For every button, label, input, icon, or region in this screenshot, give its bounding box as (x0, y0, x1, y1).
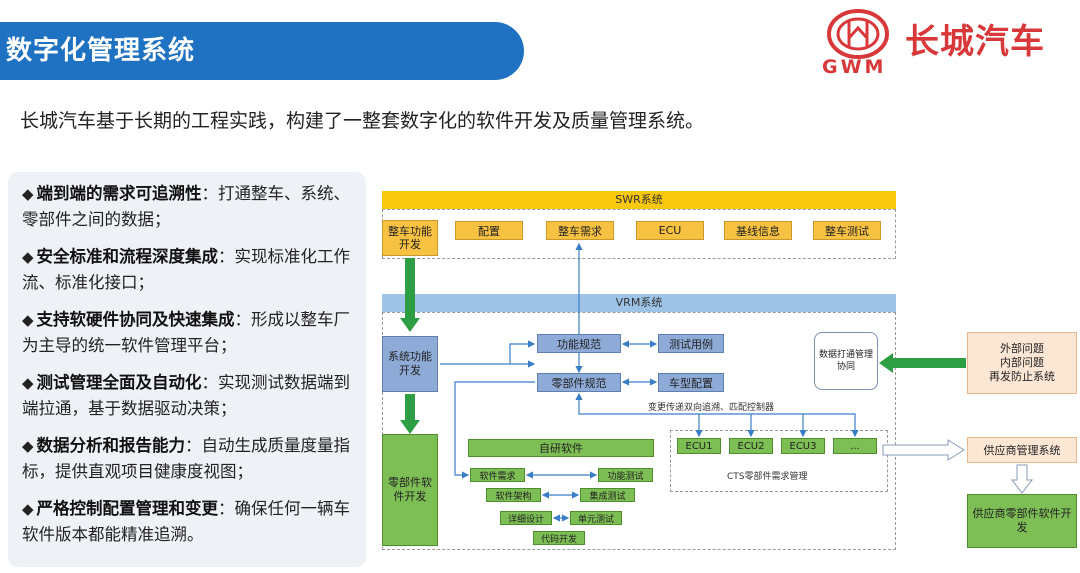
swr-item-ecu: ECU (636, 221, 704, 240)
detail-design-box: 详细设计 (500, 511, 552, 525)
feature-desc: ：实现测试数据端到端拉通，基于数据驱动决策； (22, 373, 351, 418)
feature-item: ◆端到端的需求可追溯性：打通整车、系统、零部件之间的数据； (22, 181, 362, 232)
ecu1-box: ECU1 (677, 438, 721, 454)
test-case-box: 测试用例 (658, 334, 724, 353)
unit-test-box: 单元测试 (570, 511, 622, 525)
page-title: 数字化管理系统 (6, 36, 196, 66)
vrm-band: VRM系统 (382, 294, 896, 312)
diamond-bullet-icon: ◆ (22, 374, 34, 392)
supplier-mgmt-box: 供应商管理系统 (967, 437, 1077, 463)
sw-arch-box: 软件架构 (486, 488, 541, 502)
diamond-bullet-icon: ◆ (22, 248, 34, 266)
feature-desc: ：确保任何一辆车软件版本都能精准追溯。 (22, 499, 351, 544)
feature-item: ◆测试管理全面及自动化：实现测试数据端到端拉通，基于数据驱动决策； (22, 370, 362, 421)
diamond-bullet-icon: ◆ (22, 437, 34, 455)
feature-title: 严格控制配置管理和变更 (36, 499, 219, 518)
feature-title: 端到端的需求可追溯性 (36, 184, 202, 203)
feature-title: 支持软硬件协同及快速集成 (36, 310, 235, 329)
feature-item: ◆数据分析和报告能力：自动生成质量度量指标，提供直观项目健康度视图； (22, 433, 362, 484)
sw-req-box: 软件需求 (470, 468, 525, 482)
diamond-bullet-icon: ◆ (22, 500, 34, 518)
component-spec-box: 零部件规范 (537, 373, 621, 392)
vehicle-config-box: 车型配置 (658, 373, 724, 392)
component-sw-dev-box: 零部件软件开发 (382, 434, 438, 546)
system-func-dev-box: 系统功能开发 (382, 336, 438, 392)
feature-desc: ：形成以整车厂为主导的统一软件管理平台； (22, 310, 351, 355)
feature-title: 测试管理全面及自动化 (36, 373, 202, 392)
brand-name: 长城汽车 (905, 22, 1045, 62)
vrm-container (382, 312, 896, 550)
feature-title: 数据分析和报告能力 (36, 436, 186, 455)
title-banner (0, 22, 524, 80)
issue-external: 外部问题 (1000, 342, 1044, 355)
feature-item: ◆支持软硬件协同及快速集成：形成以整车厂为主导的统一软件管理平台； (22, 307, 362, 358)
brand-abbrev: GWM (822, 56, 887, 78)
feature-desc: ：自动生成质量度量指标，提供直观项目健康度视图； (22, 436, 351, 481)
feature-desc: ：打通整车、系统、零部件之间的数据； (22, 184, 351, 229)
connector (454, 381, 535, 479)
integ-test-box: 集成测试 (580, 488, 635, 502)
cts-label: CTS零部件需求管理 (727, 472, 808, 482)
issue-internal: 内部问题 (1000, 356, 1044, 369)
swr-band: SWR系统 (382, 191, 896, 209)
swr-item-config: 配置 (455, 221, 523, 240)
feature-title: 安全标准和流程深度集成 (36, 247, 219, 266)
vehicle-func-dev-box: 整车功能开发 (382, 220, 438, 256)
feature-desc: ：实现标准化工作流、标准化接口； (22, 247, 351, 292)
code-dev-box: 代码开发 (533, 531, 585, 545)
green-arrow-left (879, 353, 966, 373)
swr-item-vehicle-test: 整车测试 (813, 221, 881, 240)
data-mgmt-box: 数据打通管理协同 (814, 332, 878, 390)
ecu3-box: ECU3 (781, 438, 825, 454)
func-test-box: 功能测试 (598, 468, 653, 482)
supplier-sw-dev-box: 供应商零部件软件开发 (967, 494, 1077, 548)
swr-item-vehicle-req: 整车需求 (546, 221, 614, 240)
ecu-more-box: ... (833, 438, 877, 454)
swr-item-baseline: 基线信息 (724, 221, 792, 240)
hollow-arrow-down (1010, 464, 1034, 494)
func-spec-box: 功能规范 (537, 334, 621, 353)
intro-text: 长城汽车基于长期的工程实践，构建了一整套数字化的软件开发及质量管理系统。 (20, 110, 705, 132)
green-arrow-down-1 (400, 258, 420, 332)
feature-item: ◆严格控制配置管理和变更：确保任何一辆车软件版本都能精准追溯。 (22, 496, 362, 547)
hollow-arrow-right (882, 439, 965, 461)
diamond-bullet-icon: ◆ (22, 311, 34, 329)
diamond-bullet-icon: ◆ (22, 185, 34, 203)
green-arrow-down-2 (400, 394, 420, 434)
gwm-logo-icon (827, 9, 889, 59)
feature-item: ◆安全标准和流程深度集成：实现标准化工作流、标准化接口； (22, 244, 362, 295)
issue-prevention: 再发防止系统 (989, 370, 1055, 383)
connector (509, 340, 536, 364)
self-dev-sw-box: 自研软件 (468, 439, 654, 457)
issue-system-box: 外部问题 内部问题 再发防止系统 (967, 332, 1077, 394)
ecu2-box: ECU2 (729, 438, 773, 454)
connector (575, 392, 859, 438)
feature-panel: ◆端到端的需求可追溯性：打通整车、系统、零部件之间的数据； ◆安全标准和流程深度… (8, 172, 366, 567)
